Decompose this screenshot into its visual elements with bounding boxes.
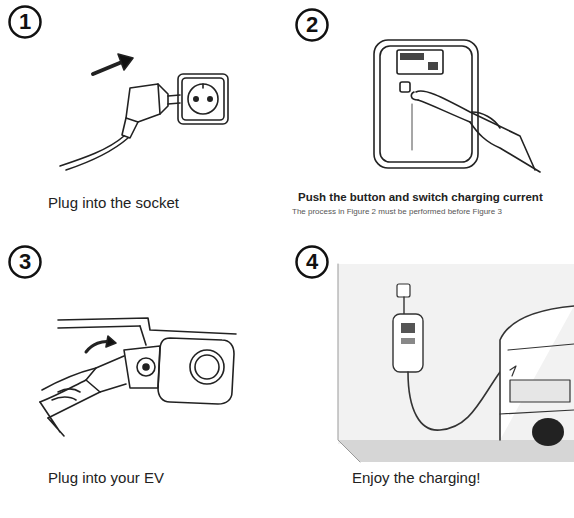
step-caption: Plug into the socket — [48, 194, 268, 211]
charging-scene-illustration — [338, 264, 574, 462]
step-number: 4 — [306, 249, 318, 275]
step-number: 1 — [19, 9, 31, 35]
step-number: 2 — [306, 12, 318, 38]
step-number-circle: 1 — [8, 5, 42, 39]
step-number: 3 — [19, 249, 31, 275]
step-caption: Enjoy the charging! — [352, 469, 562, 486]
charger-illustration — [374, 40, 540, 172]
step-caption: Plug into your EV — [48, 469, 268, 486]
ev-inlet-illustration — [40, 318, 236, 436]
step-number-circle: 4 — [295, 245, 329, 279]
step-caption: Push the button and switch charging curr… — [298, 191, 558, 204]
note-text: The process in Figure 2 must be performe… — [292, 207, 562, 216]
plug-illustration — [60, 54, 228, 170]
step-number-circle: 2 — [295, 8, 329, 42]
step-number-circle: 3 — [8, 245, 42, 279]
